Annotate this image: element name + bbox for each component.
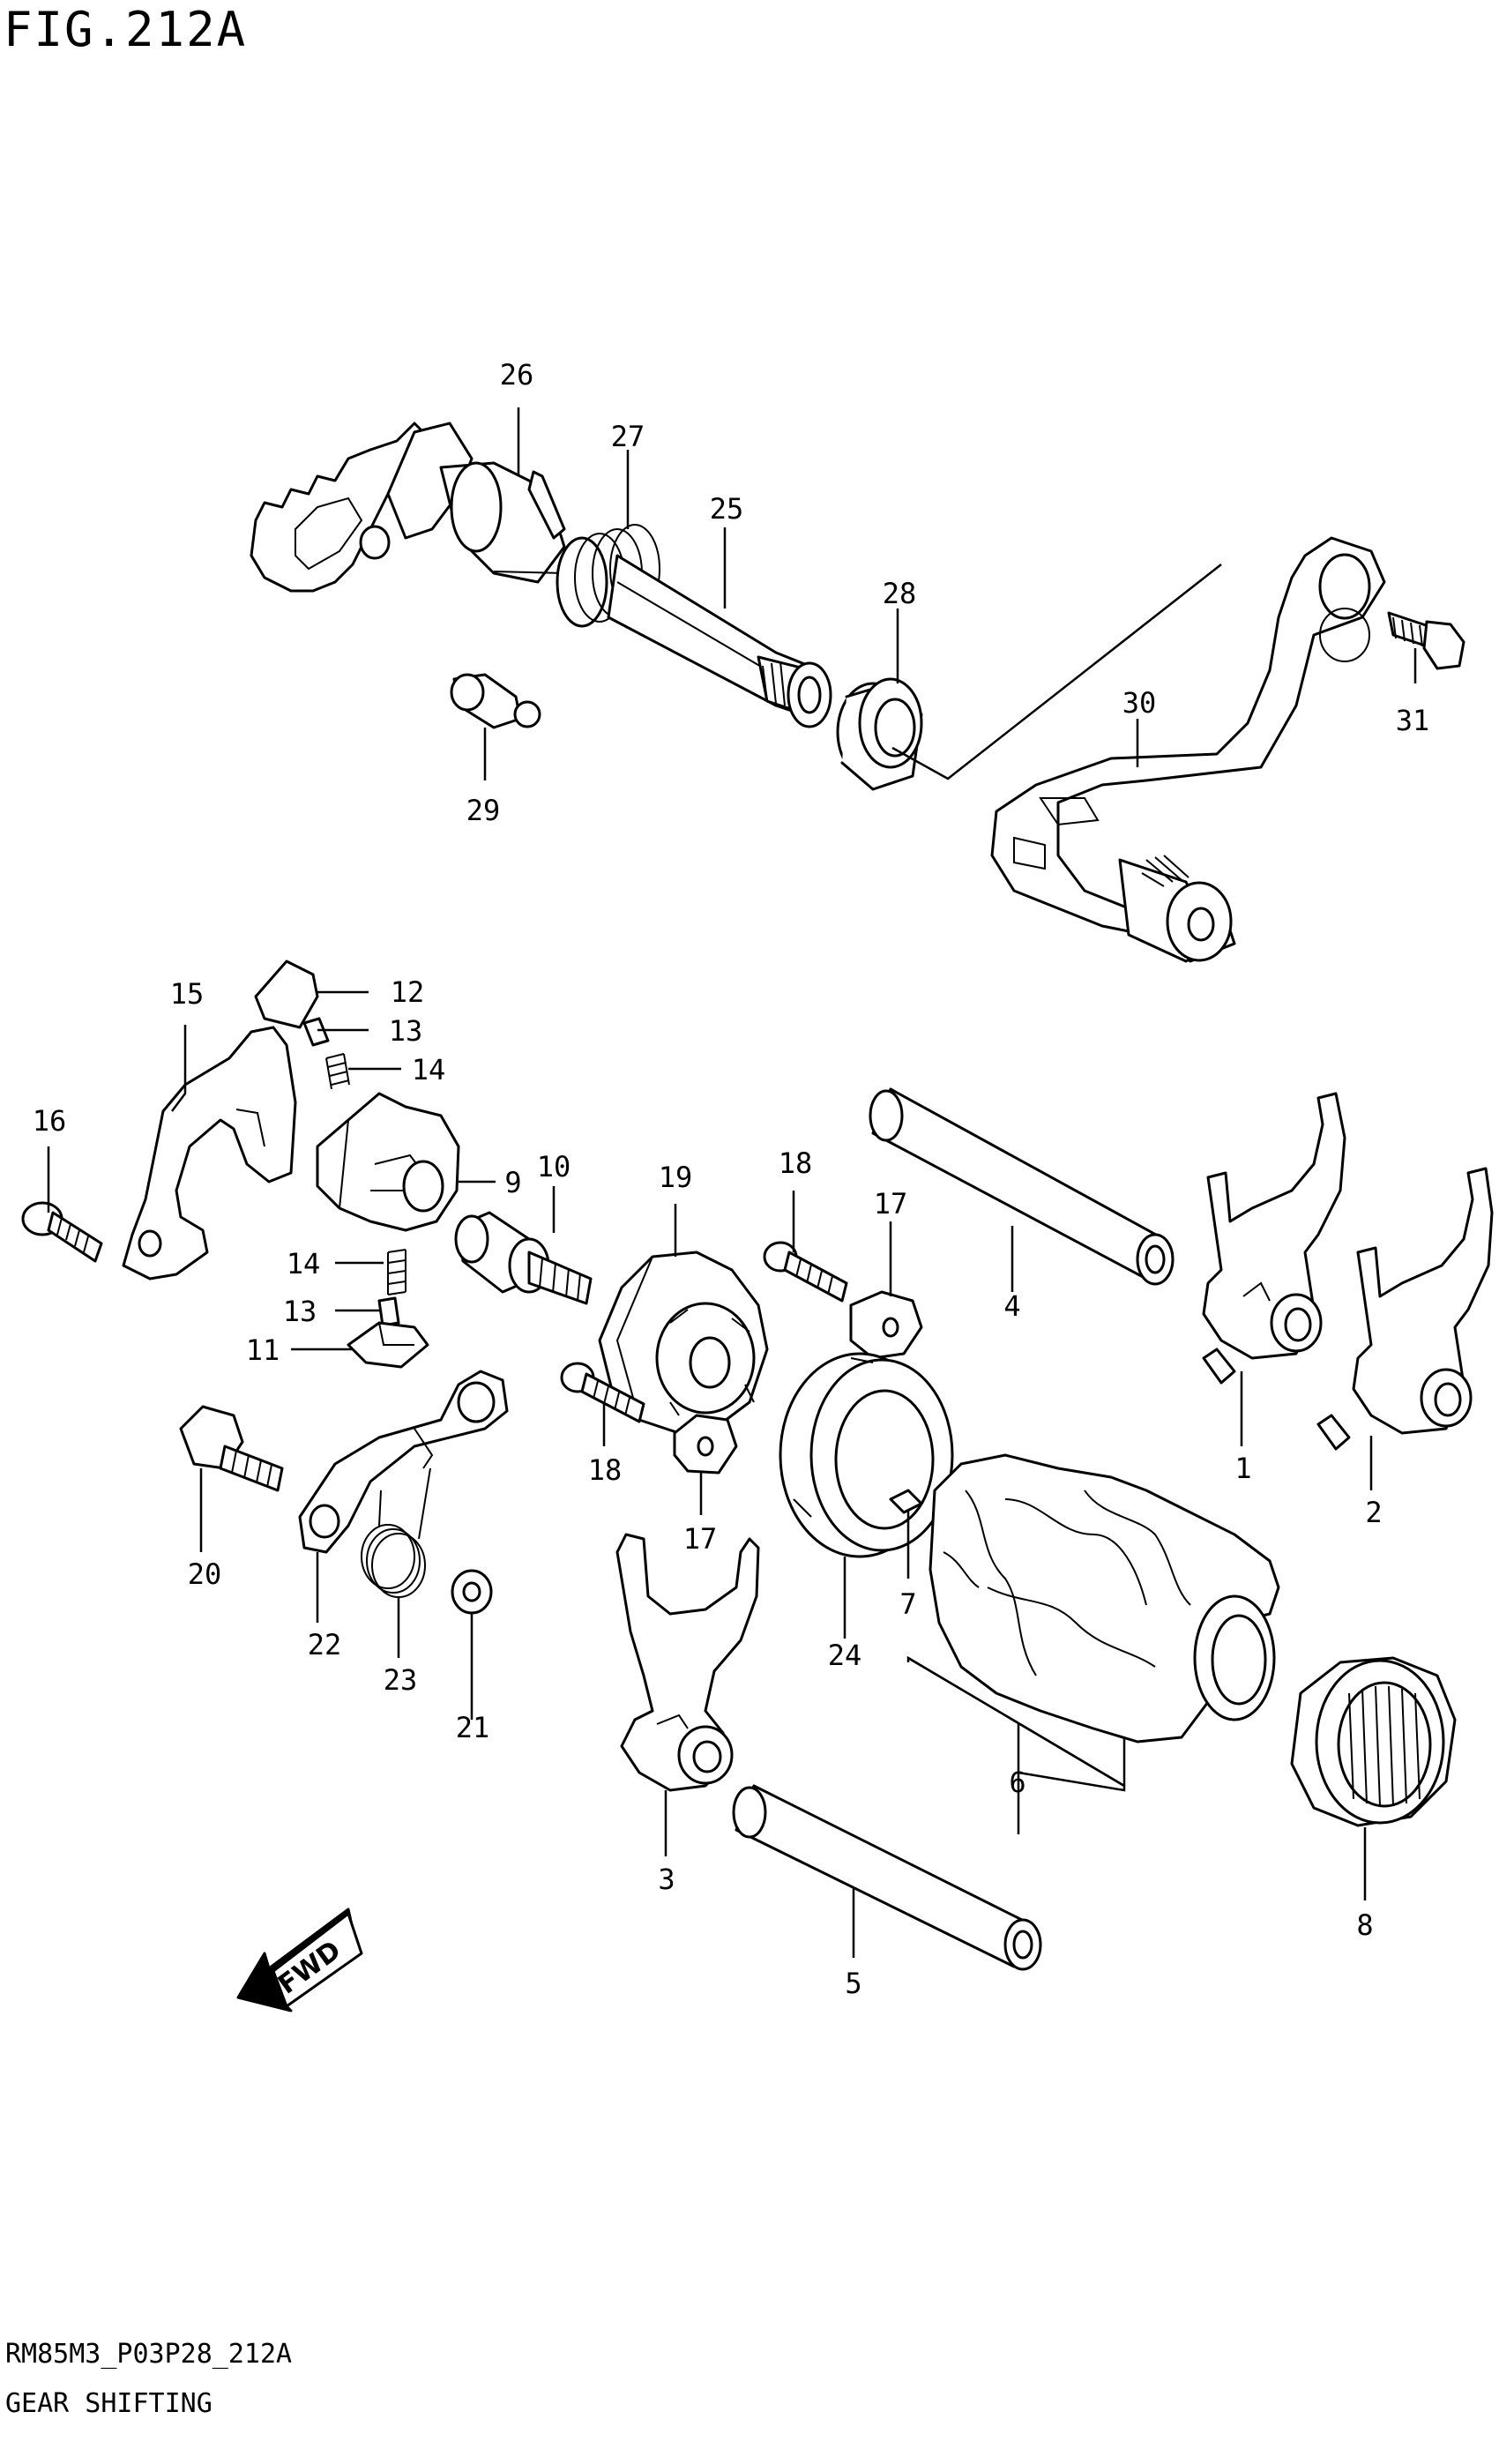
callout-numbers: 26 27 25 28 30 31 29 12 13 14 15 16 9 10…: [33, 358, 1430, 2000]
part-31-bolt[interactable]: [1387, 611, 1465, 670]
part-20-bolt[interactable]: [179, 1405, 284, 1492]
part-19-gear-shift-cam[interactable]: [598, 1251, 769, 1435]
part-22-gear-shift-arm[interactable]: [298, 1370, 509, 1554]
part-17-stopper-plate-upper[interactable]: [849, 1290, 923, 1360]
forward-direction-arrow: FWD: [236, 1908, 363, 2012]
callout-12: 12: [391, 975, 425, 1009]
figure-label: FIG.212A: [4, 2, 248, 57]
part-11-shift-pawl[interactable]: [347, 1321, 429, 1369]
callout-19: 19: [659, 1161, 693, 1194]
callout-11: 11: [246, 1333, 280, 1367]
part-13-pin-lower[interactable]: [377, 1296, 400, 1327]
callout-9: 9: [504, 1166, 521, 1199]
callout-18-lower: 18: [588, 1453, 623, 1487]
callout-4: 4: [1003, 1289, 1020, 1323]
part-17-stopper-plate-lower[interactable]: [673, 1414, 738, 1475]
callout-13-lower: 13: [283, 1295, 317, 1328]
callout-20: 20: [188, 1557, 222, 1591]
callout-18-upper: 18: [779, 1146, 813, 1180]
drawing-code: RM85M3_P03P28_212A: [5, 2339, 293, 2370]
callout-23: 23: [384, 1663, 418, 1697]
part-1-gear-shift-fork[interactable]: [1202, 1092, 1346, 1385]
part-5-gear-shift-fork-shaft[interactable]: [732, 1784, 1042, 1971]
part-14-spring-lower[interactable]: [387, 1249, 406, 1295]
callout-14-top: 14: [412, 1053, 446, 1086]
diagram-title: GEAR SHIFTING: [5, 2388, 213, 2419]
callout-5: 5: [845, 1967, 861, 2000]
part-25-gear-shift-shaft[interactable]: [607, 554, 832, 728]
callout-3: 3: [658, 1863, 675, 1896]
part-15-stopper-plate[interactable]: [122, 1026, 297, 1281]
callout-14-lower: 14: [287, 1247, 321, 1281]
part-6-gear-shift-cam-drum[interactable]: [928, 1453, 1280, 1743]
leader-lines: [47, 407, 1417, 1958]
callout-17-lower: 17: [683, 1522, 718, 1556]
part-28-oil-seal[interactable]: [836, 677, 923, 791]
callout-27: 27: [611, 420, 645, 453]
part-7-pin[interactable]: [889, 1489, 923, 1514]
callout-28: 28: [883, 577, 917, 610]
callout-24: 24: [828, 1639, 862, 1672]
part-16-bolt[interactable]: [21, 1201, 103, 1263]
part-24-bearing[interactable]: [779, 1352, 954, 1558]
part-13-pin-top[interactable]: [302, 1017, 330, 1047]
part-2-gear-shift-fork[interactable]: [1316, 1167, 1494, 1451]
part-8-needle-bearing[interactable]: [1290, 1656, 1457, 1827]
callout-8: 8: [1356, 1908, 1373, 1942]
callout-22: 22: [308, 1628, 342, 1661]
callout-29: 29: [466, 794, 501, 827]
callout-30: 30: [1122, 686, 1157, 720]
callout-6: 6: [1009, 1766, 1025, 1799]
callout-16: 16: [33, 1104, 67, 1138]
leader-28-to-30: [891, 564, 1222, 780]
callout-10: 10: [537, 1150, 571, 1183]
part-18-bolt-lower[interactable]: [560, 1362, 645, 1423]
part-9-cam-guide[interactable]: [316, 1092, 460, 1232]
part-12-stopper-cap[interactable]: [254, 959, 319, 1029]
part-4-gear-shift-fork-shaft[interactable]: [869, 1087, 1175, 1286]
callout-13-top: 13: [389, 1014, 423, 1048]
part-26-gear-shift-shaft-arm[interactable]: [250, 422, 566, 593]
part-10-bolt[interactable]: [454, 1211, 593, 1305]
part-29-stopper-pin[interactable]: [450, 673, 541, 729]
callout-7: 7: [899, 1587, 916, 1621]
part-3-gear-shift-fork[interactable]: [615, 1533, 760, 1792]
part-21-washer[interactable]: [451, 1569, 493, 1615]
part-23-return-spring[interactable]: [361, 1467, 431, 1598]
part-18-bolt-upper[interactable]: [763, 1241, 848, 1303]
part-14-spring-top[interactable]: [325, 1053, 350, 1090]
callout-31: 31: [1396, 704, 1430, 737]
callout-15: 15: [170, 977, 205, 1011]
callout-25: 25: [710, 492, 744, 526]
callout-17-upper: 17: [874, 1187, 908, 1221]
callout-26: 26: [500, 358, 534, 392]
part-30-gear-shift-lever[interactable]: [990, 536, 1386, 963]
callout-1: 1: [1234, 1452, 1251, 1485]
callout-2: 2: [1365, 1496, 1382, 1529]
callout-21: 21: [456, 1711, 490, 1744]
